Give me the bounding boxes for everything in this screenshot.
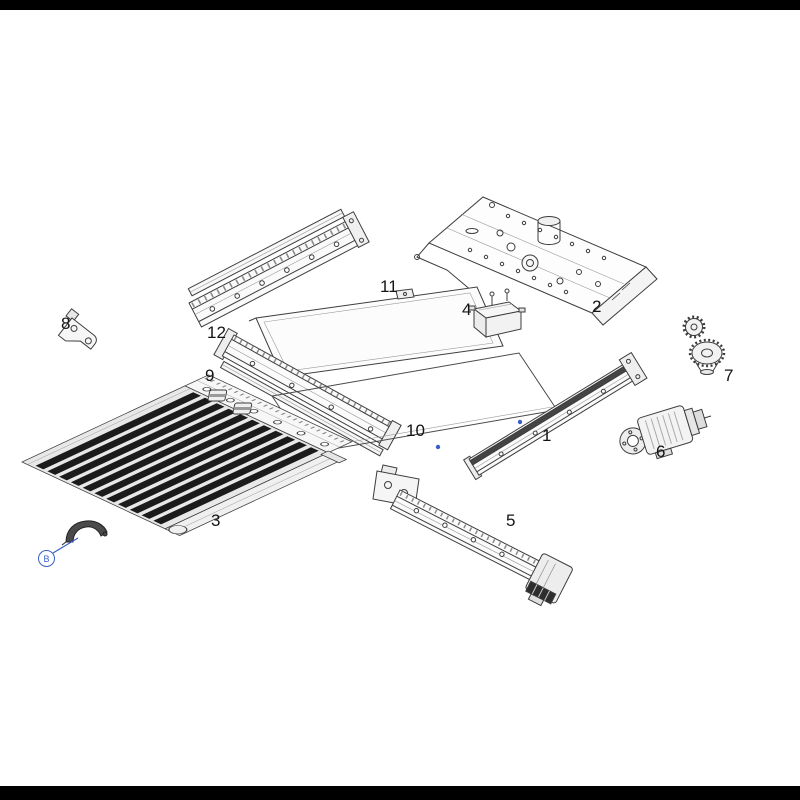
part-label-4: 4 [462, 300, 472, 319]
part-4-gearbox [468, 288, 526, 339]
part-8-bracket [57, 308, 97, 350]
callout-b-badge: B [38, 550, 55, 567]
part-label-7: 7 [724, 366, 734, 385]
part-9-clips [207, 389, 253, 415]
part-6-motor [619, 405, 712, 460]
blue-dot [435, 444, 441, 450]
blue-dot [517, 419, 523, 425]
part-7-bevel-gears [682, 315, 726, 375]
part-5-drive-rail [372, 464, 573, 607]
part-label-6: 6 [656, 442, 666, 461]
top-letterbox-bar [0, 0, 800, 10]
part-label-3: 3 [211, 511, 221, 530]
part-label-9: 9 [205, 366, 215, 385]
bottom-letterbox-bar [0, 786, 800, 800]
part-3-step-tread [21, 374, 353, 537]
callout-b-leader-line [52, 537, 79, 554]
part-label-5: 5 [506, 511, 516, 530]
part-label-1: 1 [542, 426, 552, 445]
part-1-slide-rail [463, 351, 648, 481]
part-b-strap [61, 520, 108, 546]
part-12-upper-slide-rail [187, 208, 370, 328]
part-label-10: 10 [406, 421, 425, 440]
part-label-11: 11 [380, 277, 398, 296]
part-label-12: 12 [207, 323, 226, 342]
part-label-8: 8 [61, 314, 71, 333]
part-label-2: 2 [592, 297, 602, 316]
part-2-mounting-plate [414, 196, 658, 326]
